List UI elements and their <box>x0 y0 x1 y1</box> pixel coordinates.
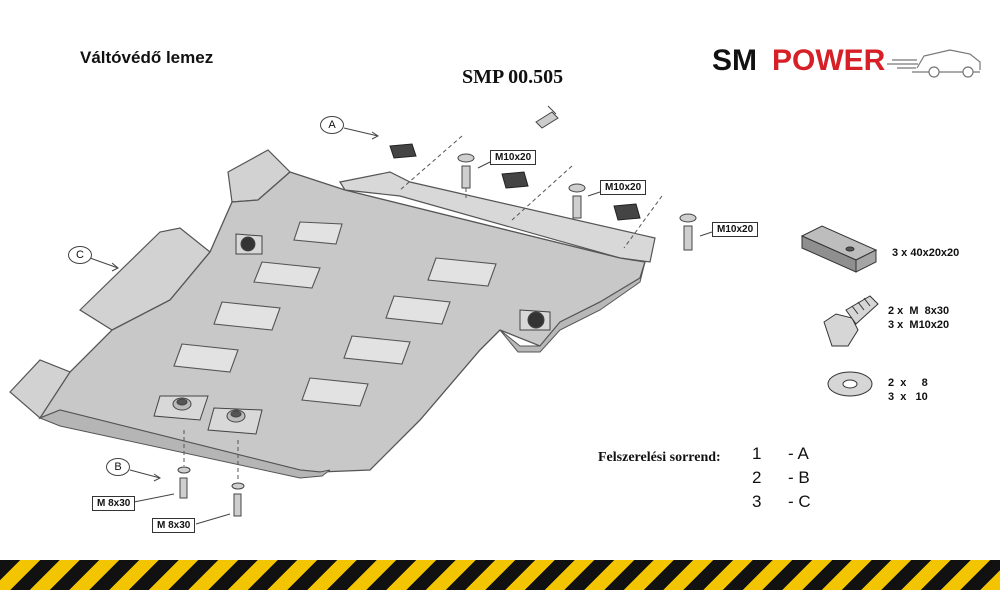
sequence-step-number: 3 <box>752 492 762 511</box>
sequence-step: 3 - C <box>752 492 811 512</box>
bolt-qty-line2: 3 x M10x20 <box>888 319 950 331</box>
washer-icon <box>827 371 873 397</box>
top-bolts <box>457 153 697 251</box>
smpower-logo: SM POWER <box>712 44 981 78</box>
bottom-bolts <box>177 466 245 517</box>
callout-a: A <box>320 116 344 134</box>
callout-b: B <box>106 458 130 476</box>
hazard-stripe-footer <box>0 560 1000 590</box>
sequence-step: 1 - A <box>752 444 809 464</box>
sequence-step-letter: - B <box>788 468 810 487</box>
bolt-label-bottom-2: M 8x30 <box>152 518 196 533</box>
skid-plate-drawing <box>9 105 879 525</box>
front-edge-fold <box>38 409 331 479</box>
bolt-label-top-1: M10x20 <box>490 150 537 165</box>
part-number: SMP 00.505 <box>462 66 564 88</box>
captive-nuts <box>153 233 551 435</box>
sequence-step-letter: - A <box>788 444 809 463</box>
washer-qty-line1: 2 x 8 <box>888 377 928 389</box>
alignment-lines-top <box>399 135 663 249</box>
sequence-step-number: 2 <box>752 468 762 487</box>
sequence-step-number: 1 <box>752 444 762 463</box>
stamped-slots <box>173 221 497 407</box>
logo-sm-text: SM <box>712 44 757 77</box>
rear-upright-strip <box>339 171 656 263</box>
install-sequence-title: Felszerelési sorrend: <box>598 450 721 465</box>
diagram-title: Váltóvédő lemez <box>80 48 214 67</box>
washer-qty-line2: 3 x 10 <box>888 391 928 403</box>
right-rear-fold <box>499 261 646 353</box>
alignment-lines-bottom <box>183 430 239 482</box>
bolt-qty-line1: 2 x M 8x30 <box>888 305 950 317</box>
bolt-label-bottom-1: M 8x30 <box>92 496 136 511</box>
logo-power-text: POWER <box>772 44 886 77</box>
leader-arrows <box>89 127 713 525</box>
callout-c: C <box>68 246 92 264</box>
clip-nuts <box>389 143 641 221</box>
sequence-step: 2 - B <box>752 468 810 488</box>
spacer-plate-qty: 3 x 40x20x20 <box>892 247 960 259</box>
spacer-plate-icon <box>800 225 878 273</box>
clip-detail-icon <box>535 105 559 129</box>
bolt-label-top-2: M10x20 <box>600 180 647 195</box>
hex-bolt-icon <box>823 295 879 347</box>
car-silhouette-icon <box>887 49 981 78</box>
bolt-label-top-3: M10x20 <box>712 222 759 237</box>
sequence-step-letter: - C <box>788 492 811 511</box>
